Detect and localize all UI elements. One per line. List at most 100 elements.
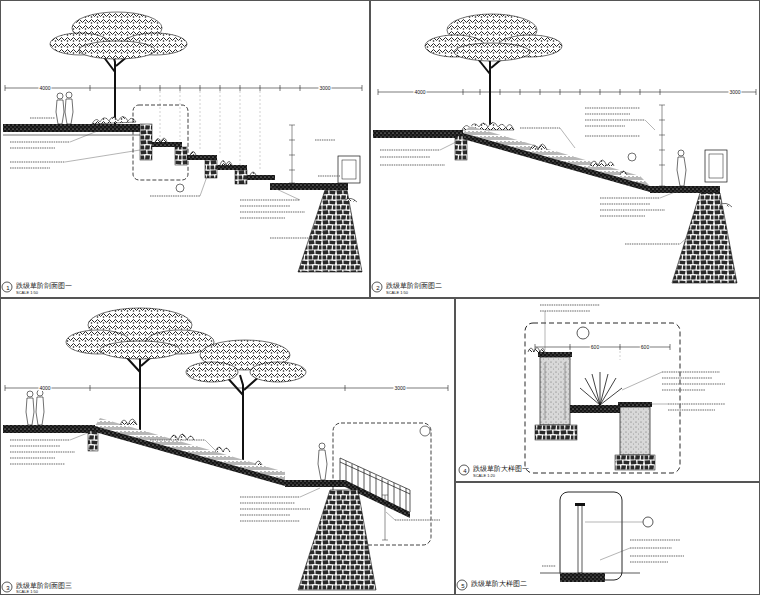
- section-one-drawing-part: [133, 105, 188, 180]
- drawing-title: 跌级草阶剖面图二: [386, 281, 442, 290]
- detail-two-drawing: [457, 492, 684, 590]
- section-three-drawing-part: [250, 362, 306, 382]
- section-one-drawing-part: [5, 85, 362, 91]
- drawing-title: 跌级草阶剖面图一: [16, 281, 72, 290]
- detail-one-drawing-part: [535, 344, 670, 350]
- section-three-drawing-part: [70, 432, 395, 520]
- callout-number: 2: [373, 283, 383, 293]
- section-two-drawing-part: [380, 108, 680, 244]
- drawing-panel: 3跌级草阶剖面图三SCALE 1:50: [0, 298, 455, 595]
- callout-number: 1: [3, 283, 13, 293]
- detail-two-drawing-part: [542, 540, 684, 566]
- section-three-drawing-part: [186, 362, 238, 382]
- section-three-drawing-part: [100, 341, 180, 359]
- section-two-drawing: [372, 14, 756, 292]
- section-one-drawing-part: [338, 156, 360, 183]
- dimension-text: 3000: [318, 85, 331, 91]
- section-one-drawing-part: [345, 198, 357, 202]
- detail-two-drawing-part: [542, 540, 684, 566]
- section-two-drawing-part: [677, 157, 686, 186]
- section-three-drawing-part: [120, 419, 262, 465]
- section-three-drawing-part: [26, 398, 34, 425]
- detail-two-drawing-part: [457, 580, 467, 590]
- section-two-drawing-part: [709, 154, 723, 178]
- section-one-drawing-part: [235, 170, 247, 184]
- detail-two-drawing-part: [560, 573, 605, 582]
- section-one-drawing-part: [205, 160, 217, 178]
- section-three-drawing-part: [285, 480, 345, 487]
- drawing-title: 跌级草阶大样图二: [471, 579, 527, 588]
- detail-one-drawing-part: [620, 407, 650, 455]
- drawing-panel: 5跌级草阶大样图二: [455, 482, 760, 595]
- scale-note: SCALE 1:50: [16, 290, 38, 295]
- detail-one-drawing-part: [615, 455, 655, 470]
- section-three-drawing-part: [5, 385, 448, 391]
- section-one-drawing-part: [160, 91, 260, 170]
- section-three-drawing-part: [318, 450, 327, 480]
- section-one-drawing-part: [247, 175, 275, 180]
- section-one-drawing-part: [100, 50, 135, 124]
- detail-two-drawing-part: [560, 492, 622, 580]
- section-one-drawing-part: [298, 190, 362, 272]
- section-two-drawing-part: [678, 150, 684, 156]
- section-three-drawing-part: [88, 431, 98, 451]
- detail-one-drawing-part: [540, 305, 600, 311]
- section-two-drawing-part: [628, 153, 636, 161]
- section-three-drawing-part: [319, 443, 325, 449]
- section-two-drawing-part: [672, 193, 737, 283]
- section-one-drawing-part: [270, 183, 348, 190]
- section-three-drawing-part: [298, 490, 376, 590]
- detail-one-drawing-part: [545, 362, 565, 420]
- section-three-drawing-part: [37, 390, 43, 396]
- drawing-panel: 1跌级草阶剖面图一SCALE 1:50: [0, 0, 370, 298]
- section-two-drawing-part: [372, 282, 382, 292]
- section-two-drawing-part: [530, 144, 627, 175]
- section-two-drawing-part: [380, 128, 560, 165]
- drawing-title: 跌级草阶大样图一: [473, 464, 529, 473]
- callout-number: 5: [458, 581, 468, 591]
- section-two-drawing-part: [650, 186, 720, 193]
- detail-two-drawing-part: [585, 522, 643, 523]
- section-two-drawing-part: [474, 52, 510, 130]
- section-one-drawing-part: [315, 140, 340, 176]
- dimension-text: 3000: [393, 385, 406, 391]
- drawing-panel: 4跌级草阶大样图一SCALE 1:20: [455, 298, 760, 482]
- section-one-drawing-part: [176, 184, 184, 192]
- section-one-drawing-part: [155, 138, 256, 175]
- detail-one-drawing-part: [662, 372, 725, 410]
- section-one-drawing: [2, 12, 362, 292]
- detail-two-drawing-part: [575, 503, 585, 506]
- section-one-drawing-part: [65, 99, 73, 124]
- section-three-drawing-part: [95, 418, 285, 480]
- section-two-drawing-part: [378, 89, 756, 95]
- drawing-title: 跌级草阶剖面图三: [16, 581, 72, 590]
- section-one-drawing-part: [65, 130, 328, 238]
- section-three-drawing-part: [27, 391, 33, 397]
- detail-one-drawing-part: [459, 465, 469, 475]
- scale-note: SCALE 1:20: [473, 473, 495, 478]
- section-one-drawing-part: [10, 118, 340, 238]
- detail-one-drawing-part: [535, 425, 577, 440]
- dimension-text: 4000: [38, 385, 51, 391]
- section-one-drawing-part: [187, 155, 217, 160]
- section-three-drawing-part: [2, 582, 12, 592]
- section-three-drawing-part: [3, 425, 95, 433]
- section-one-drawing-part: [2, 282, 12, 292]
- section-two-drawing-part: [373, 130, 463, 138]
- detail-one-drawing: [459, 305, 725, 475]
- detail-one-drawing-part: [618, 402, 652, 407]
- detail-one-drawing-part: [540, 357, 570, 425]
- section-three-drawing-part: [225, 374, 262, 470]
- section-three-drawing-part: [10, 440, 440, 521]
- section-two-drawing-part: [585, 108, 645, 136]
- detail-one-drawing-part: [538, 352, 572, 357]
- section-two-drawing-part: [440, 120, 690, 244]
- section-two-drawing-part: [659, 105, 665, 186]
- section-three-drawing-part: [240, 497, 440, 521]
- section-one-drawing-part: [289, 125, 295, 183]
- section-two-drawing-part: [600, 198, 680, 244]
- section-one-drawing-part: [79, 41, 155, 59]
- detail-one-drawing-part: [545, 311, 668, 404]
- section-one-drawing-part: [92, 117, 136, 125]
- section-one-drawing-part: [150, 196, 310, 238]
